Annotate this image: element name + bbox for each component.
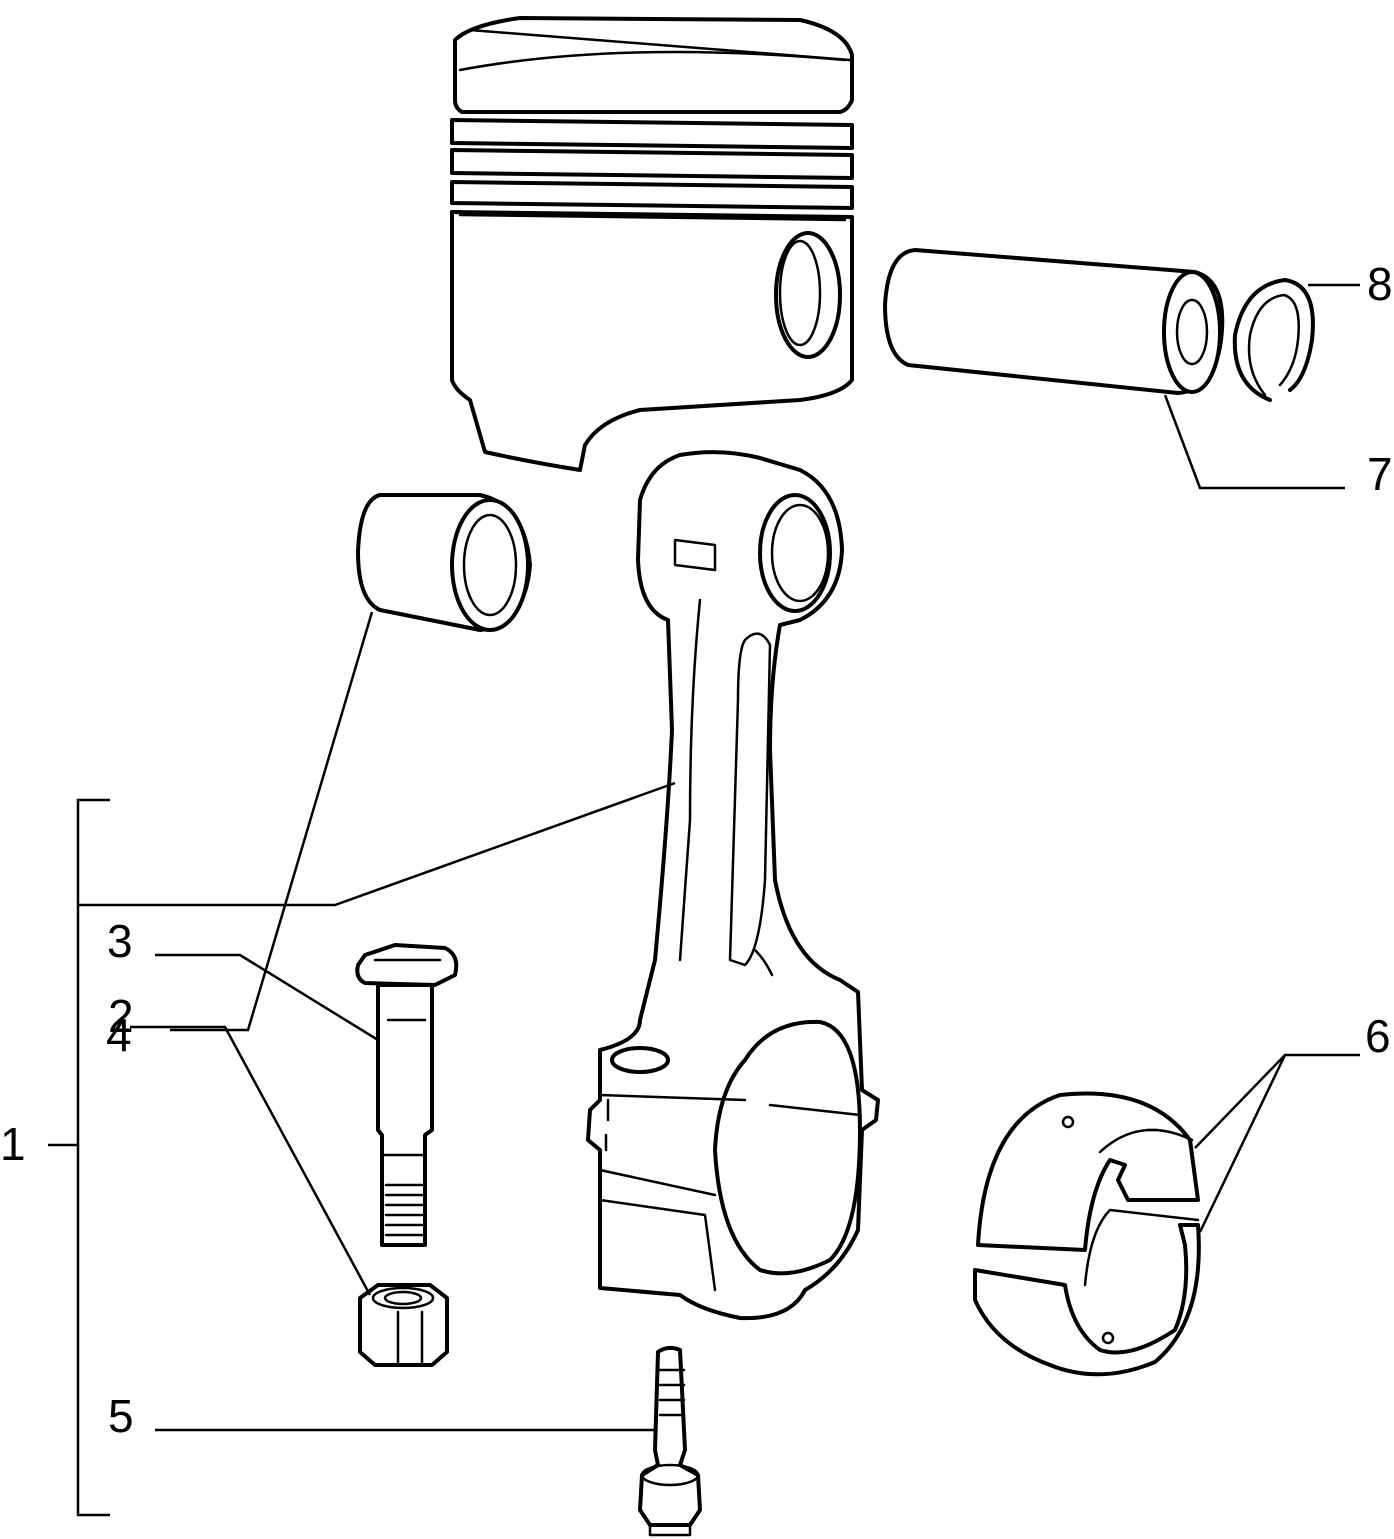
rod-bolt xyxy=(355,943,459,1247)
connecting-rod xyxy=(586,450,880,1321)
piston-pin xyxy=(883,248,1225,395)
cap-screw xyxy=(638,1345,702,1537)
bearing-shells xyxy=(973,1091,1201,1377)
callout-2: 2 xyxy=(108,990,134,1042)
callout-3: 3 xyxy=(107,915,133,967)
callout-4: 4 xyxy=(106,1009,132,1061)
rod-nut xyxy=(358,1283,449,1367)
small-end-bushing xyxy=(356,493,532,632)
callout-5: 5 xyxy=(108,1390,134,1442)
callout-1: 1 xyxy=(0,1118,26,1170)
callout-8: 8 xyxy=(1367,258,1393,310)
callout-7: 7 xyxy=(1367,448,1393,500)
callout-labels: 1 2 3 4 5 6 7 8 xyxy=(0,258,1393,1442)
piston xyxy=(450,16,854,472)
circlip xyxy=(1232,278,1315,402)
leader-lines xyxy=(48,283,1360,1517)
callout-6: 6 xyxy=(1365,1010,1391,1062)
